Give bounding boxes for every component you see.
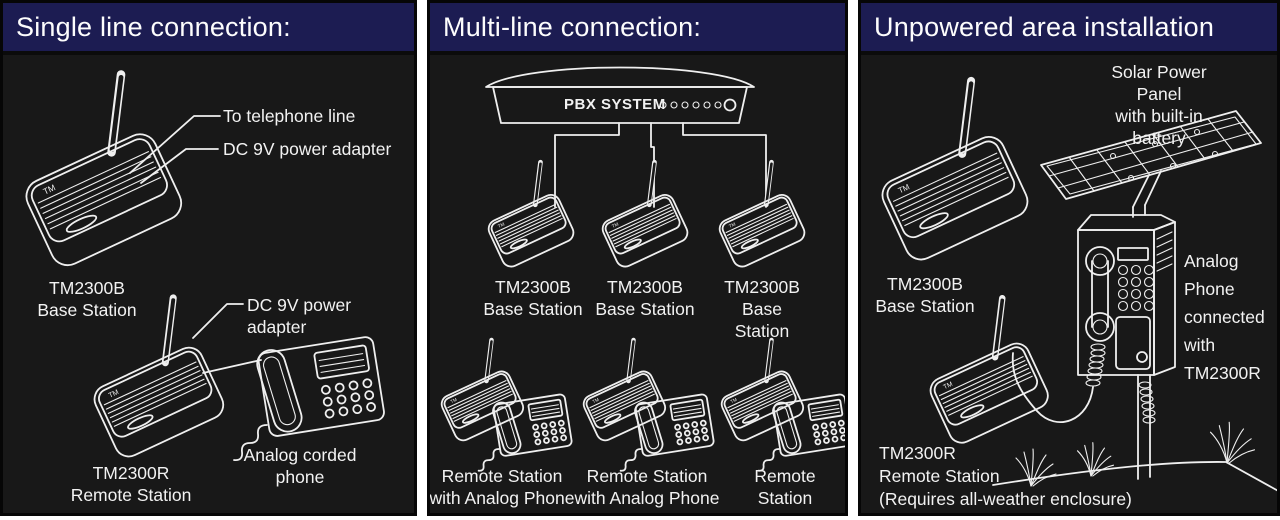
label-dc-power-remote: DC 9V power adapter bbox=[247, 295, 352, 337]
analog-phone-drawing bbox=[233, 331, 387, 462]
label-remote-station-2: Remote Station with Analog Phone bbox=[574, 466, 720, 508]
remote-station-drawing bbox=[926, 298, 1052, 447]
label-pbx-system: PBX SYSTEM bbox=[564, 96, 666, 113]
solar-panel-drawing bbox=[1041, 111, 1261, 199]
base-station-drawing bbox=[21, 75, 187, 271]
payphone-drawing bbox=[1078, 215, 1175, 375]
label-solar-panel: Solar Power Panel with built-in battery bbox=[1111, 62, 1207, 148]
panel-body: Solar Power Panel with built-in battery … bbox=[861, 55, 1277, 513]
pbx-indicator-lights bbox=[660, 100, 736, 111]
payphone-keypad bbox=[1119, 266, 1154, 311]
mounting-pole bbox=[1133, 171, 1161, 479]
leader-line-power bbox=[141, 149, 218, 183]
panel-title: Unpowered area installation bbox=[861, 3, 1277, 55]
panel-unpowered-area: Unpowered area installation bbox=[858, 0, 1280, 516]
label-remote-station-3: Remote Station with Analog Phone bbox=[754, 466, 816, 513]
label-remote-station: TM2300R Remote Station (Requires all-wea… bbox=[879, 443, 1132, 509]
label-to-telephone-line: To telephone line bbox=[223, 106, 356, 126]
label-analog-phone: Analog Phone connected with TM2300R bbox=[1184, 251, 1265, 383]
panel-title: Multi-line connection: bbox=[430, 3, 845, 55]
ground-line bbox=[993, 462, 1277, 493]
pbx-system-drawing bbox=[486, 68, 754, 124]
panel-body: To telephone line DC 9V power adapter TM… bbox=[3, 55, 414, 513]
panel-title: Single line connection: bbox=[3, 3, 414, 55]
label-remote-station: TM2300R Remote Station bbox=[70, 463, 192, 505]
label-remote-station-1: Remote Station with Analog Phone bbox=[430, 466, 575, 508]
label-analog-corded-phone: Analog corded phone bbox=[243, 445, 357, 487]
base-station-drawing bbox=[877, 81, 1032, 265]
label-base-station: TM2300B Base Station bbox=[37, 278, 137, 320]
label-base-station-2: TM2300B Base Station bbox=[595, 277, 695, 319]
label-dc-power-top: DC 9V power adapter bbox=[223, 139, 392, 159]
panel-single-line: Single line connection: To telephone lin… bbox=[0, 0, 417, 516]
base-station-drawing bbox=[717, 162, 808, 269]
label-base-station-1: TM2300B Base Station bbox=[483, 277, 583, 319]
leader-line-power-remote bbox=[193, 304, 243, 338]
telephone-cord bbox=[1013, 344, 1155, 423]
single-line-art bbox=[3, 55, 387, 513]
remote-set-drawing bbox=[581, 340, 715, 471]
grass-tuft bbox=[1209, 421, 1256, 464]
label-base-station-3: TM2300B Base Station bbox=[724, 277, 800, 341]
unpowered-area-art bbox=[861, 55, 1277, 513]
base-station-drawing bbox=[600, 162, 691, 269]
multi-line-art bbox=[430, 55, 845, 513]
panel-multi-line: Multi-line connection: PBX bbox=[427, 0, 848, 516]
label-base-station: TM2300B Base Station bbox=[875, 274, 975, 316]
remote-station-drawing bbox=[90, 298, 228, 461]
phone-line-wire bbox=[203, 360, 261, 373]
remote-set-drawing bbox=[719, 340, 845, 471]
base-station-drawing bbox=[486, 162, 577, 269]
leader-line-telephone bbox=[130, 116, 220, 173]
pbx-link-right bbox=[683, 123, 766, 207]
remote-set-drawing bbox=[439, 340, 573, 471]
pbx-link-left bbox=[555, 123, 619, 207]
panel-body: PBX SYSTEM TM2300B Base Station TM2300B … bbox=[430, 55, 845, 513]
payphone-display bbox=[1118, 248, 1148, 260]
